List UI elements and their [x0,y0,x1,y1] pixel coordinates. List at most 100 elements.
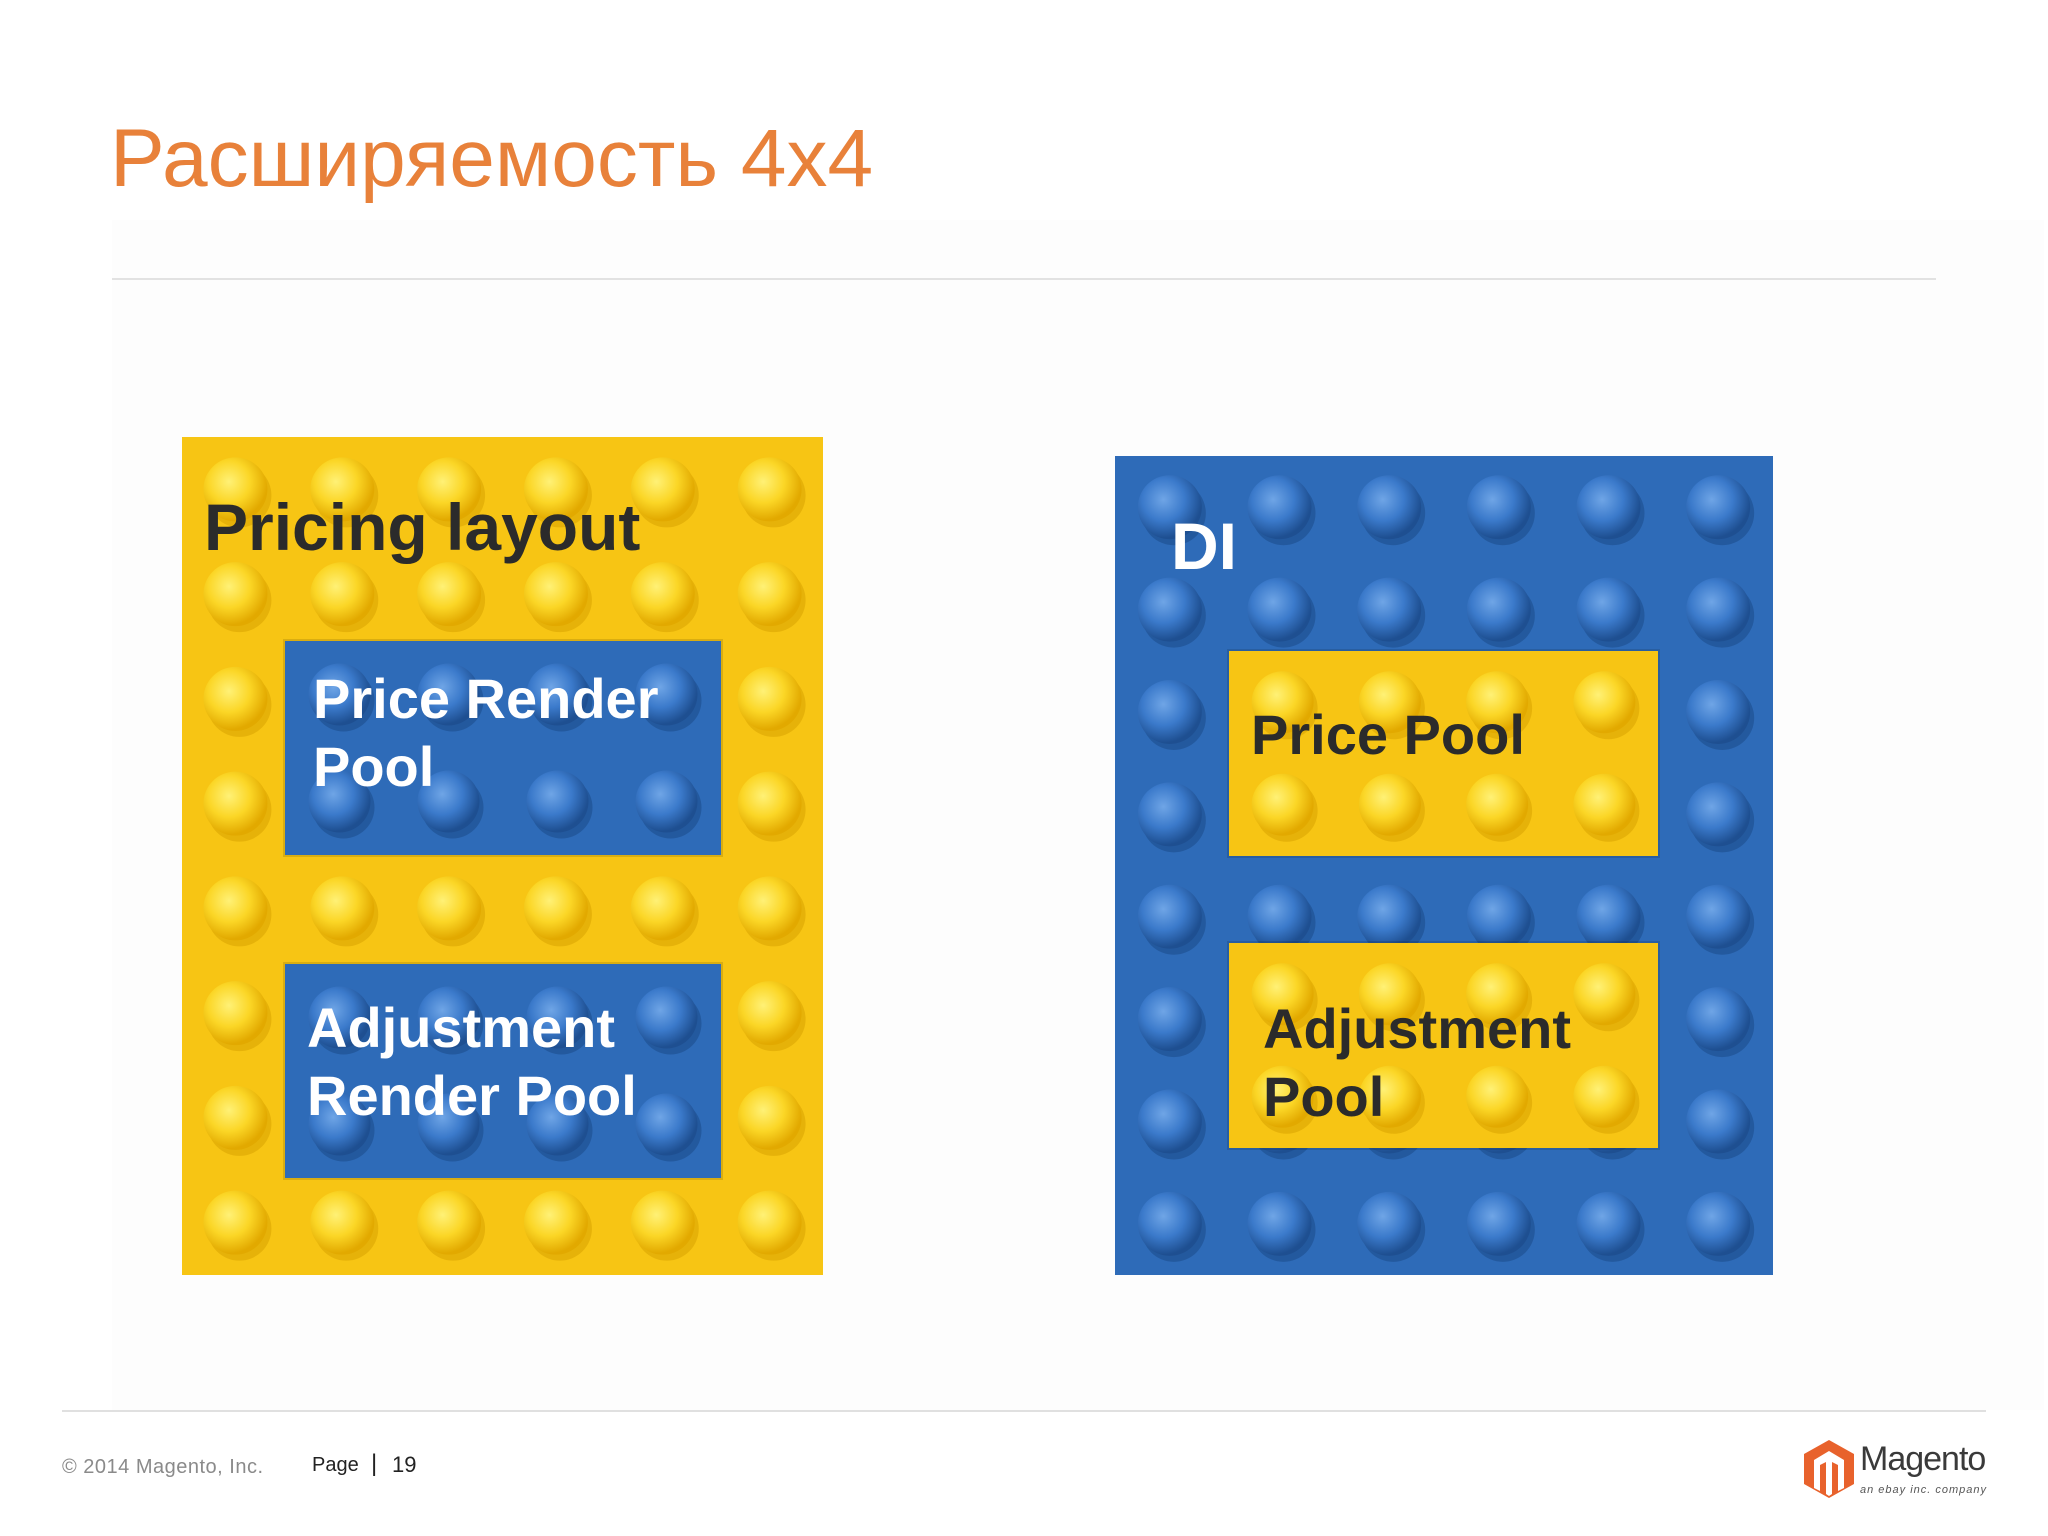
blue-studs [308,986,702,1162]
stud [1357,475,1422,540]
stud [737,981,802,1046]
stud [308,1093,371,1156]
copyright-text: © 2014 Magento, Inc. [62,1456,264,1478]
stud [203,562,268,627]
stud [203,666,268,731]
stud [310,876,375,941]
stud [308,770,371,833]
stud [1576,577,1641,642]
stud [203,876,268,941]
stud [1686,1191,1751,1256]
page-separator: | [371,1450,378,1477]
stud [1686,1089,1751,1154]
stud [1357,884,1422,949]
stud [1466,963,1529,1026]
stud [417,986,480,1049]
pricing-layout-board: Pricing layout Price Render Pool Adjustm… [182,437,823,1275]
stud [635,986,698,1049]
di-board: DI Price Pool Adjustment Pool [1115,456,1773,1275]
stud [1251,671,1314,734]
stud [1573,963,1636,1026]
stud [203,1085,268,1150]
stud [417,1093,480,1156]
stud [737,562,802,627]
logo-wordmark: Magento [1860,1440,1986,1478]
stud [1247,475,1312,540]
stud [526,770,589,833]
stud [1137,1089,1202,1154]
stud [1247,577,1312,642]
stud [417,770,480,833]
stud [630,562,695,627]
adjustment-pool-label: Adjustment Pool [1263,997,1571,1128]
stud [1466,1065,1529,1128]
magento-logo: Magento an ebay inc. company [1802,1436,1992,1504]
stud [523,562,588,627]
stud [1466,577,1531,642]
stud [737,876,802,941]
stud [1137,987,1202,1052]
stud [630,457,695,522]
stud [1251,963,1314,1026]
stud [635,663,698,726]
stud [1576,1191,1641,1256]
stud [1358,671,1421,734]
price-render-pool-brick: Price Render Pool [285,641,721,855]
stud [737,771,802,836]
price-pool-brick: Price Pool [1229,651,1658,856]
stud [1573,671,1636,734]
stud [1686,679,1751,744]
stud [1686,884,1751,949]
stud [1358,963,1421,1026]
stud [203,457,268,522]
stud [523,1190,588,1255]
stud [523,457,588,522]
stud [1573,1065,1636,1128]
logo-tagline: an ebay inc. company [1860,1484,1988,1496]
stud [1686,987,1751,1052]
stud [1247,884,1312,949]
stud [635,770,698,833]
stud [1357,577,1422,642]
stud [310,457,375,522]
yellow-studs [1251,963,1640,1134]
stud [1466,773,1529,836]
stud [308,663,371,726]
yellow-studs [1251,671,1640,842]
stud [310,562,375,627]
stud [1686,782,1751,847]
stud [526,986,589,1049]
stud [1357,1191,1422,1256]
stud [1466,671,1529,734]
stud [1358,1065,1421,1128]
di-label: DI [1171,509,1237,583]
stud [1466,884,1531,949]
price-render-pool-label: Price Render Pool [313,667,659,798]
stud [1251,773,1314,836]
stud [1576,475,1641,540]
stud [1137,1191,1202,1256]
pricing-layout-label: Pricing layout [204,490,641,564]
stud [737,1085,802,1150]
page-label: Page [312,1454,359,1476]
stud [308,986,371,1049]
stud [417,1190,482,1255]
page-number: 19 [392,1452,417,1477]
stud [630,876,695,941]
stud [417,562,482,627]
adjustment-render-pool-label: Adjustment Render Pool [307,996,637,1127]
stud [1251,1065,1314,1128]
title-divider [112,278,1936,280]
stud [1137,475,1202,540]
slide-title: Расширяемость 4x4 [110,113,874,204]
stud [203,981,268,1046]
stud [417,876,482,941]
stud [526,663,589,726]
stud [203,1190,268,1255]
stud [737,1190,802,1255]
stud [737,457,802,522]
stud [523,876,588,941]
stud [1137,884,1202,949]
adjustment-render-pool-brick: Adjustment Render Pool [285,964,721,1178]
